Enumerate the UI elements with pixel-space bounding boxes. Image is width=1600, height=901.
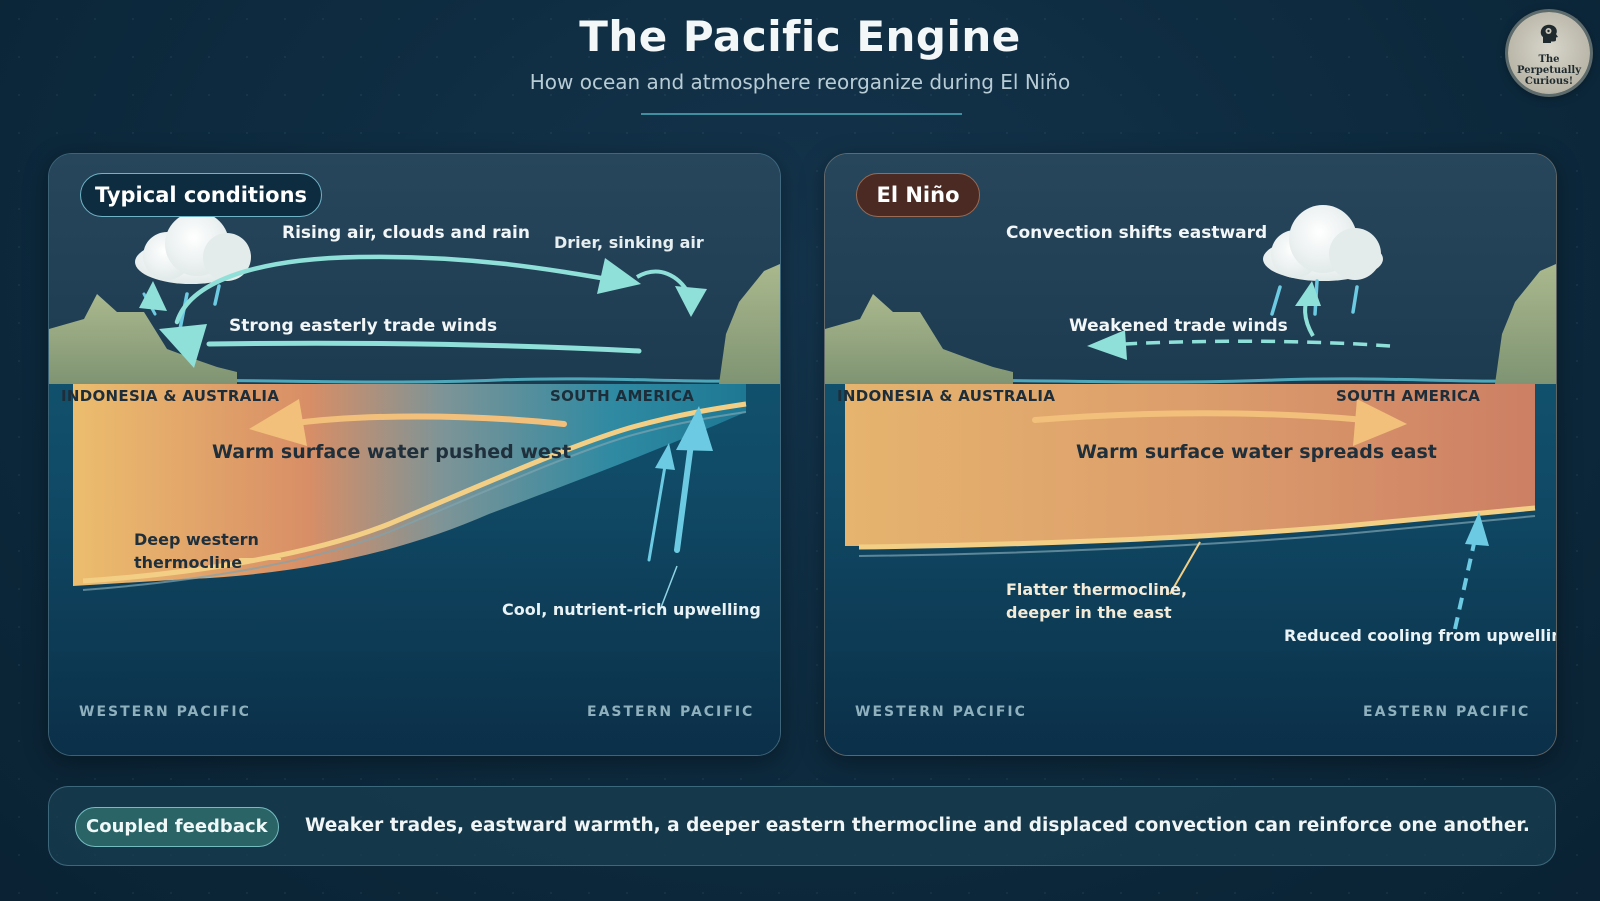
panel-badge-el-nino: El Niño xyxy=(856,173,980,217)
rain-streak xyxy=(1351,285,1359,314)
upwelling-arrow-main xyxy=(674,441,694,553)
trade-winds-label: Strong easterly trade winds xyxy=(229,316,498,336)
rain-cloud-icon xyxy=(1263,205,1383,281)
rain-streak xyxy=(1270,285,1282,316)
thermocline-shadow xyxy=(858,515,1536,557)
weak-trade-winds-arrow xyxy=(1124,339,1391,348)
warm-water-arrow xyxy=(286,413,567,427)
feedback-text: Weaker trades, eastward warmth, a deeper… xyxy=(305,815,1530,836)
warm-water-pool xyxy=(73,384,746,586)
footer-eastern-pacific: EASTERN PACIFIC xyxy=(587,704,755,720)
el-nino-diagram xyxy=(825,154,1556,755)
rain-cloud-icon xyxy=(135,212,251,284)
thermocline-line xyxy=(858,505,1536,550)
el-nino-panel: El Niño Convection shifts eastward Weake… xyxy=(824,153,1557,756)
rising-air-arrow-icon xyxy=(139,281,167,311)
reduced-upwelling-arrowhead-icon xyxy=(1465,512,1489,546)
warm-water-arrowhead-icon xyxy=(1353,399,1407,446)
rising-air-arrow-icon xyxy=(1295,281,1321,306)
feedback-tag: Coupled feedback xyxy=(75,807,279,847)
trade-winds-arrowhead-icon xyxy=(159,324,207,368)
upwelling-arrow xyxy=(647,464,667,562)
upwelling-arrowhead-icon xyxy=(655,443,675,470)
eastern-land xyxy=(719,264,780,384)
thermocline-shadow xyxy=(82,411,747,591)
footer-eastern-pacific: EASTERN PACIFIC xyxy=(1363,704,1531,720)
logo-text: The Perpetually Curious! xyxy=(1516,54,1581,87)
sinking-air-label: Drier, sinking air xyxy=(554,233,704,252)
reduced-upwelling-arrow xyxy=(1453,538,1477,630)
convection-label: Convection shifts eastward xyxy=(1006,223,1268,243)
typical-conditions-panel: Typical conditions Rising air, clouds an… xyxy=(48,153,781,756)
west-land-label: INDONESIA & AUSTRALIA xyxy=(61,387,280,405)
thermocline-label-line2: thermocline xyxy=(134,553,243,572)
page-title: The Pacific Engine xyxy=(579,12,1021,61)
walker-arrowhead-icon xyxy=(597,258,641,294)
head-profile-icon xyxy=(1540,24,1558,43)
warm-water-arrow xyxy=(1032,410,1368,423)
feedback-bar: Coupled feedback Weaker trades, eastward… xyxy=(48,786,1556,866)
trade-winds-arrow xyxy=(206,340,642,354)
warm-water-label: Warm surface water spreads east xyxy=(1076,441,1437,463)
western-land xyxy=(825,294,1013,384)
thermocline-label-line2: deeper in the east xyxy=(1006,603,1172,622)
upwelling-label: Reduced cooling from upwelling xyxy=(1284,626,1557,645)
eastern-land xyxy=(1495,264,1556,384)
page-subtitle: How ocean and atmosphere reorganize duri… xyxy=(529,70,1071,94)
brand-logo: The Perpetually Curious! xyxy=(1508,12,1590,94)
panel-badge-typical: Typical conditions xyxy=(80,173,323,217)
title-divider xyxy=(641,113,962,115)
footer-western-pacific: WESTERN PACIFIC xyxy=(79,704,251,720)
thermocline-leader xyxy=(1169,541,1201,595)
warm-water-arrowhead-icon xyxy=(249,399,307,446)
warm-water-label: Warm surface water pushed west xyxy=(212,441,572,463)
footer-western-pacific: WESTERN PACIFIC xyxy=(855,704,1027,720)
west-land-label: INDONESIA & AUSTRALIA xyxy=(837,387,1056,405)
typical-diagram xyxy=(49,154,780,755)
upwelling-label: Cool, nutrient-rich upwelling xyxy=(502,600,761,619)
thermocline-label-line1: Flatter thermocline, xyxy=(1006,580,1188,599)
upwelling-leader xyxy=(659,565,678,611)
upwelling-main-arrowhead-icon xyxy=(676,406,713,451)
rising-air-label: Rising air, clouds and rain xyxy=(282,223,530,243)
thermocline-label-line1: Deep western xyxy=(134,530,259,549)
trade-winds-label: Weakened trade winds xyxy=(1069,316,1288,336)
sinking-air-arrow-icon xyxy=(675,286,707,317)
east-land-label: SOUTH AMERICA xyxy=(550,387,695,405)
thermocline-line xyxy=(82,401,747,584)
east-land-label: SOUTH AMERICA xyxy=(1336,387,1481,405)
weak-trade-winds-arrowhead-icon xyxy=(1087,330,1127,360)
rain-streak xyxy=(213,284,221,306)
walker-circulation-arrow xyxy=(174,254,627,325)
